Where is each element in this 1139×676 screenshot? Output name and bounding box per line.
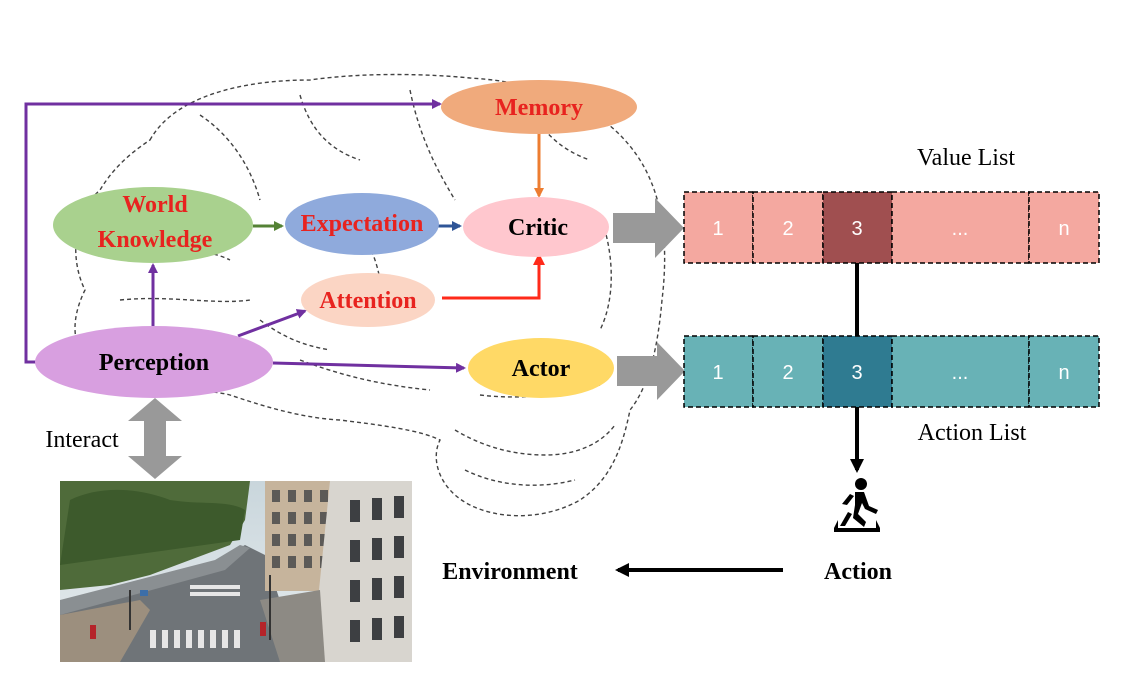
perception-to-attention-arrow bbox=[237, 309, 307, 338]
value-cell-1 bbox=[683, 191, 754, 264]
world-knowledge-label-line2: Knowledge bbox=[98, 227, 213, 253]
value-cell-ellipsis bbox=[891, 191, 1030, 264]
environment-label: Environment bbox=[442, 559, 578, 585]
actor-to-action-list-arrow bbox=[617, 342, 685, 400]
action-cell-2-label: 2 bbox=[782, 362, 793, 384]
action-cell-n bbox=[1028, 335, 1100, 408]
action-cell-1-label: 1 bbox=[712, 362, 723, 384]
value-cell-3-label: 3 bbox=[851, 218, 862, 240]
actor-label: Actor bbox=[512, 356, 571, 382]
critic-label: Critic bbox=[508, 215, 568, 241]
action-cell-ellipsis bbox=[891, 335, 1030, 408]
actor-node: Actor bbox=[468, 338, 614, 398]
perception-to-memory-arrow bbox=[24, 99, 442, 364]
value-list-title: Value List bbox=[917, 145, 1015, 171]
world-knowledge-label-line1: World bbox=[122, 192, 188, 218]
value-list bbox=[683, 191, 1100, 264]
action-cell-1 bbox=[683, 335, 754, 408]
action-cell-3-label: 3 bbox=[851, 362, 862, 384]
world-knowledge-node: World Knowledge bbox=[53, 187, 253, 263]
attention-to-critic-arrow bbox=[442, 253, 545, 300]
critic-node: Critic bbox=[463, 197, 609, 257]
value-cell-n-label: n bbox=[1058, 218, 1069, 240]
action-cell-2 bbox=[752, 335, 824, 408]
walking-person-icon bbox=[834, 478, 880, 532]
attention-node: Attention bbox=[301, 273, 435, 327]
action-label: Action bbox=[824, 559, 892, 585]
value-cell-2 bbox=[752, 191, 824, 264]
value-cell-ellipsis-label: ... bbox=[952, 218, 969, 240]
value-cell-n bbox=[1028, 191, 1100, 264]
value-cell-2-label: 2 bbox=[782, 218, 793, 240]
value-cell-3 bbox=[822, 191, 893, 264]
critic-to-value-list-arrow bbox=[613, 198, 684, 258]
perception-label: Perception bbox=[99, 350, 209, 376]
action-cell-n-label: n bbox=[1058, 362, 1069, 384]
expectation-node: Expectation bbox=[285, 193, 439, 255]
memory-label: Memory bbox=[495, 95, 583, 121]
action-cell-ellipsis-label: ... bbox=[952, 362, 969, 384]
perception-to-actor-arrow bbox=[272, 361, 466, 373]
action-list bbox=[683, 335, 1100, 408]
expectation-label: Expectation bbox=[301, 211, 424, 237]
attention-label: Attention bbox=[319, 288, 416, 314]
city-street-scene bbox=[60, 481, 412, 662]
value-cell-1-label: 1 bbox=[712, 218, 723, 240]
interact-double-arrow bbox=[128, 398, 182, 479]
action-list-title: Action List bbox=[918, 420, 1027, 446]
memory-node: Memory bbox=[441, 80, 637, 134]
interact-label: Interact bbox=[45, 427, 119, 453]
perception-node: Perception bbox=[35, 326, 273, 398]
action-cell-3 bbox=[822, 335, 893, 408]
